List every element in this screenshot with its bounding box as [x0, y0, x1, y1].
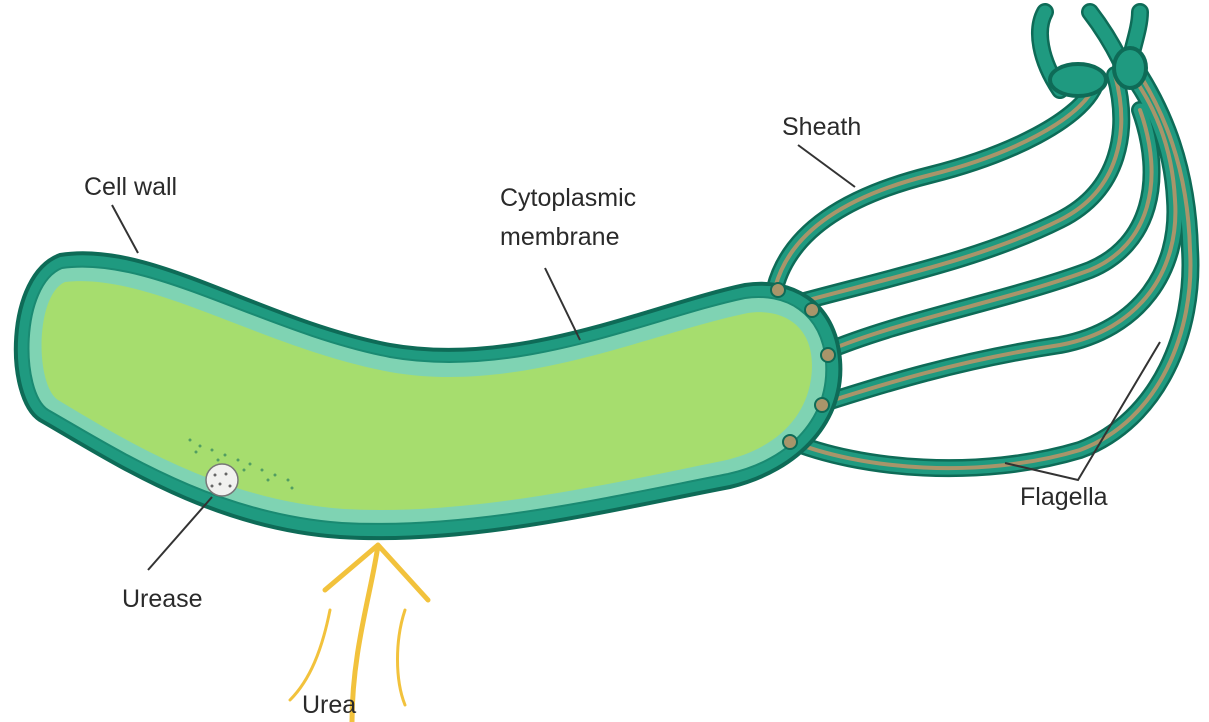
cytoplasmic-label-line1: Cytoplasmic: [500, 184, 636, 212]
sheath-label: Sheath: [782, 113, 861, 141]
sheath-leader: [798, 145, 855, 187]
cytoplasmic-label-line2: membrane: [500, 223, 620, 251]
cell-wall-label: Cell wall: [84, 173, 177, 201]
cytoplasmic-leader: [545, 268, 580, 340]
flagella-knot: [1050, 64, 1106, 96]
flagella-label: Flagella: [1020, 483, 1108, 511]
urea-label: Urea: [302, 691, 356, 719]
cell-body: [16, 253, 841, 538]
urease-leader: [148, 497, 212, 570]
urease-label: Urease: [122, 585, 203, 613]
urease-granule: [206, 464, 238, 496]
cell-wall-leader: [112, 205, 138, 253]
